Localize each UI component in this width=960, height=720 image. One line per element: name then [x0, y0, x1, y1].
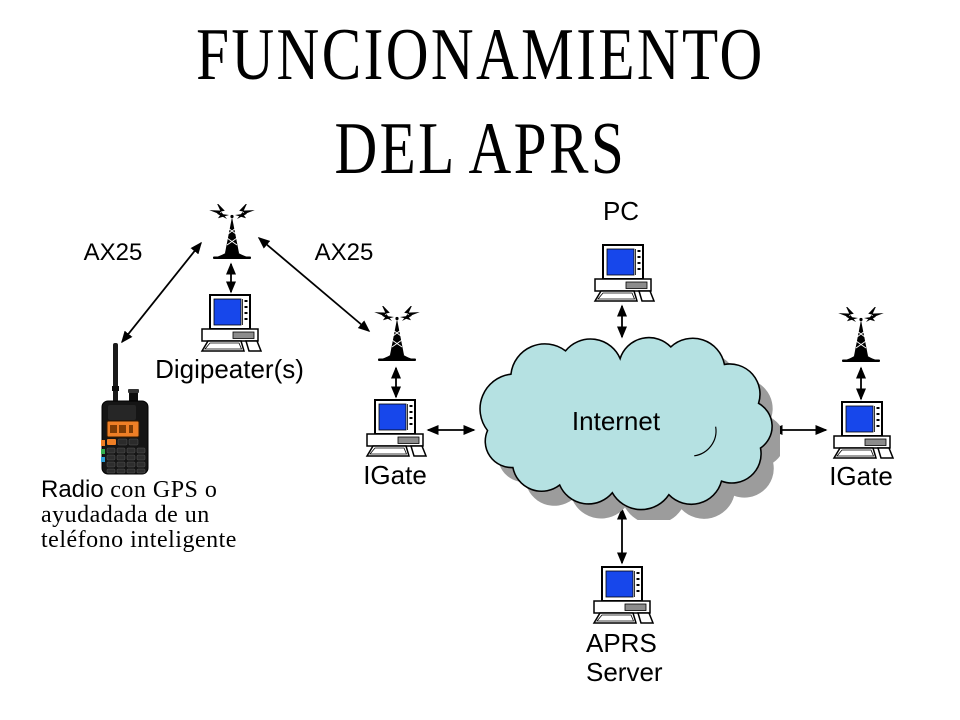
igate-right-label: IGate [829, 461, 893, 491]
handheld-radio-icon [101, 343, 149, 475]
title-line-1: FUNCIONAMIENTO [195, 14, 765, 96]
page-title: FUNCIONAMIENTO DEL APRS [0, 8, 960, 196]
title-line-2: DEL APRS [334, 108, 626, 190]
pc-label: PC [602, 196, 640, 226]
aprs-server-label-line1: APRS [586, 628, 657, 658]
pc-computer computer-icon [594, 244, 655, 302]
radio-caption-line3: teléfono inteligente [41, 527, 237, 553]
radio-caption-line1: Radio con GPS o [41, 476, 218, 503]
ax25-right-label: AX25 [314, 239, 374, 266]
digipeater-label: Digipeater(s) [155, 354, 304, 384]
arrow-radio-digipeater [121, 241, 202, 344]
radio-caption: Radio con GPS o ayudadada de un teléfono… [41, 477, 291, 553]
arrow-digipeater-igate [257, 237, 371, 332]
igate-right-tower radio-tower-icon [829, 307, 893, 365]
igate-right-computer computer-icon [833, 401, 894, 459]
ax25-left-label: AX25 [83, 239, 143, 266]
igate-mid-computer computer-icon [366, 399, 427, 457]
aprs-server-label-line2: Server [586, 657, 663, 687]
internet-label: Internet [571, 406, 661, 436]
digipeater-computer computer-icon [201, 294, 262, 352]
radio-caption-line2: ayudadada de un [41, 502, 210, 528]
digipeater-tower radio-tower-icon [200, 204, 264, 262]
aprs-server-computer computer-icon [593, 566, 654, 624]
aprs-server-label: APRS Server [586, 629, 663, 687]
igate-mid-label: IGate [363, 460, 427, 490]
igate-mid-tower radio-tower-icon [365, 306, 429, 364]
internet-cloud [479, 336, 780, 520]
